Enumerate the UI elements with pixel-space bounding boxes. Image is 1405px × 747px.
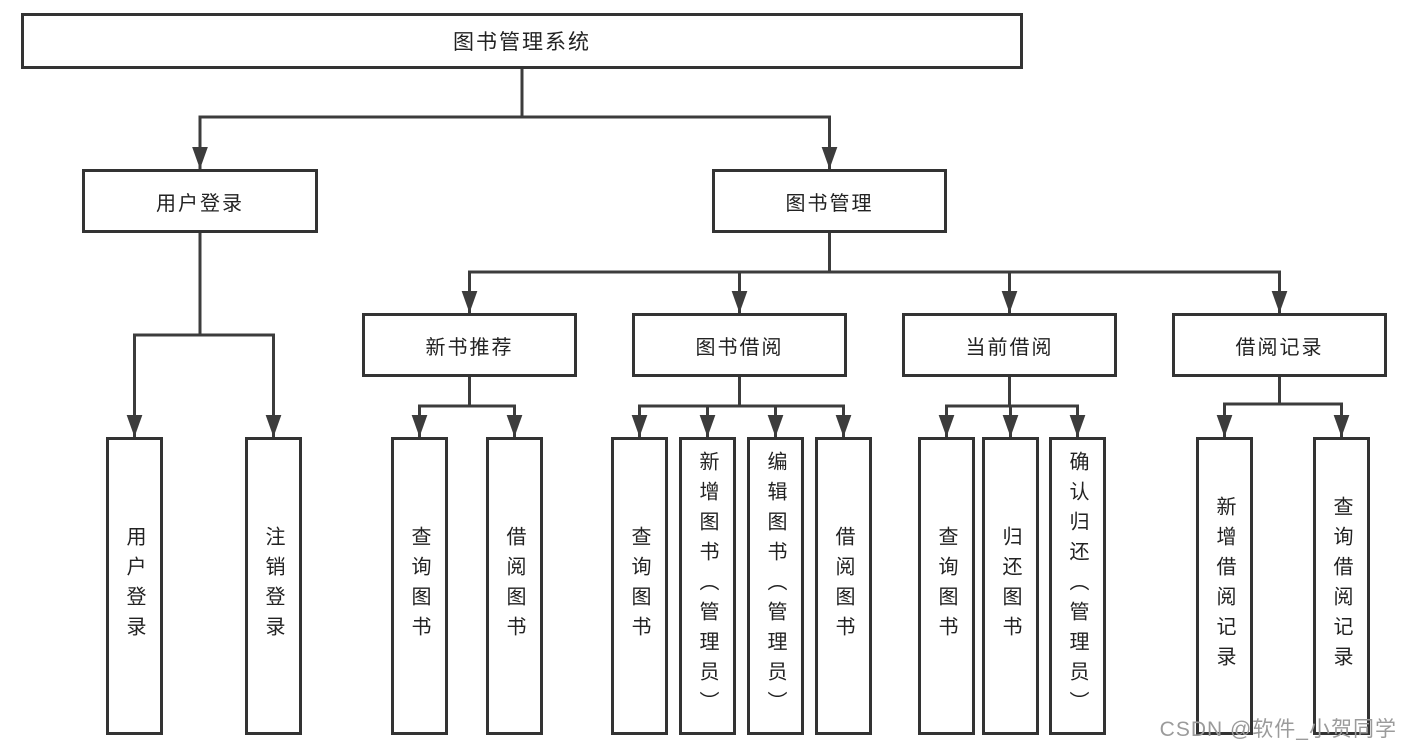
leaf-add-borrow-record: 新增借阅记录 [1196,437,1253,735]
node-book-management: 图书管理 [712,169,947,233]
leaf-borrow-book-recommend: 借阅图书 [486,437,543,735]
connector-bars [133,67,1343,408]
leaf-logout-login: 注销登录 [245,437,302,735]
leaf-return-book: 归还图书 [982,437,1039,735]
leaf-borrow-book: 借阅图书 [815,437,872,735]
leaf-add-book-admin: 新增图书（管理员） [679,437,736,735]
watermark-text: CSDN @软件_小贺同学 [1159,718,1397,741]
node-new-book-recommend: 新书推荐 [362,313,577,377]
leaf-edit-book-admin: 编辑图书（管理员） [747,437,804,735]
leaf-query-book-current: 查询图书 [918,437,975,735]
node-current-borrow: 当前借阅 [902,313,1117,377]
node-borrow-record: 借阅记录 [1172,313,1387,377]
leaf-query-borrow-record: 查询借阅记录 [1313,437,1370,735]
node-book-borrow: 图书借阅 [632,313,847,377]
node-library-system: 图书管理系统 [21,13,1023,69]
node-user-login-branch: 用户登录 [82,169,318,233]
leaf-query-book-recommend: 查询图书 [391,437,448,735]
leaf-query-book-borrow: 查询图书 [611,437,668,735]
leaf-user-login: 用户登录 [106,437,163,735]
leaf-confirm-return-admin: 确认归还（管理员） [1049,437,1106,735]
